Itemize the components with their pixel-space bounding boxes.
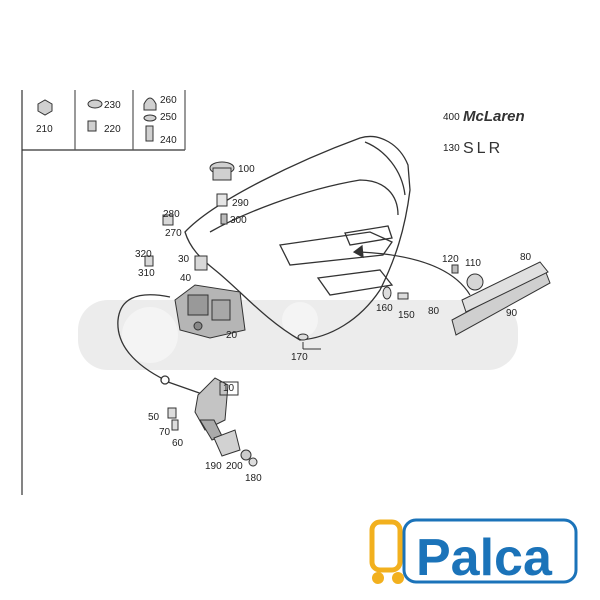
label-230: 230 [104,100,121,111]
frame [21,90,186,495]
part-20-lock [144,214,246,339]
label-40: 40 [180,273,192,284]
trunk-lid [184,136,411,341]
label-10: 10 [223,383,235,394]
sub-number: 130 [443,143,460,154]
label-50: 50 [148,412,160,423]
cap-nut-icon [143,97,157,111]
bolt-icon [87,120,97,132]
label-150: 150 [398,310,415,321]
label-250: 250 [160,112,177,123]
label-200: 200 [226,461,243,472]
label-190: 190 [205,461,222,472]
badge-arrow [352,244,471,296]
hardware-icons [37,97,157,142]
label-260: 260 [160,95,177,106]
part-100 [209,161,235,225]
washer-icon [87,99,103,109]
part-170 [297,333,321,350]
label-20: 20 [226,330,238,341]
label-120: 120 [442,254,459,265]
brand-titles: 400 McLaren 130 SLR [443,108,525,157]
parts-150-160 [382,286,409,300]
model-number: 400 [443,112,460,123]
callout-box-10 [219,381,239,396]
label-240: 240 [160,135,177,146]
label-170: 170 [291,352,308,363]
label-320: 320 [135,249,152,260]
label-160: 160 [376,303,393,314]
part-badge-90 [451,261,551,336]
label-310: 310 [138,268,155,279]
label-280: 280 [163,209,180,220]
washer-small-icon [143,114,157,122]
label-220: 220 [104,124,121,135]
label-70: 70 [159,427,171,438]
model-name: McLaren [463,108,525,125]
label-80-bottom: 80 [428,306,440,317]
label-180: 180 [245,473,262,484]
label-300: 300 [230,215,247,226]
logo-text: Palca [416,529,553,587]
label-60: 60 [172,438,184,449]
screw-icon [145,125,154,142]
release-cable [117,294,206,396]
label-100: 100 [238,164,255,175]
label-290: 290 [232,198,249,209]
car-icon [369,519,403,573]
label-110: 110 [465,258,481,269]
label-80-top: 80 [520,252,532,263]
sub-name: SLR [463,140,503,157]
palca-logo: Palca [369,518,578,587]
label-90: 90 [506,308,518,319]
label-30: 30 [178,254,190,265]
nut-icon [37,99,53,116]
label-210: 210 [36,124,53,135]
label-270: 270 [165,228,182,239]
callout-labels: 210 230 220 260 250 240 100 290 300 280 … [36,95,532,484]
part-10-handle [167,377,258,467]
